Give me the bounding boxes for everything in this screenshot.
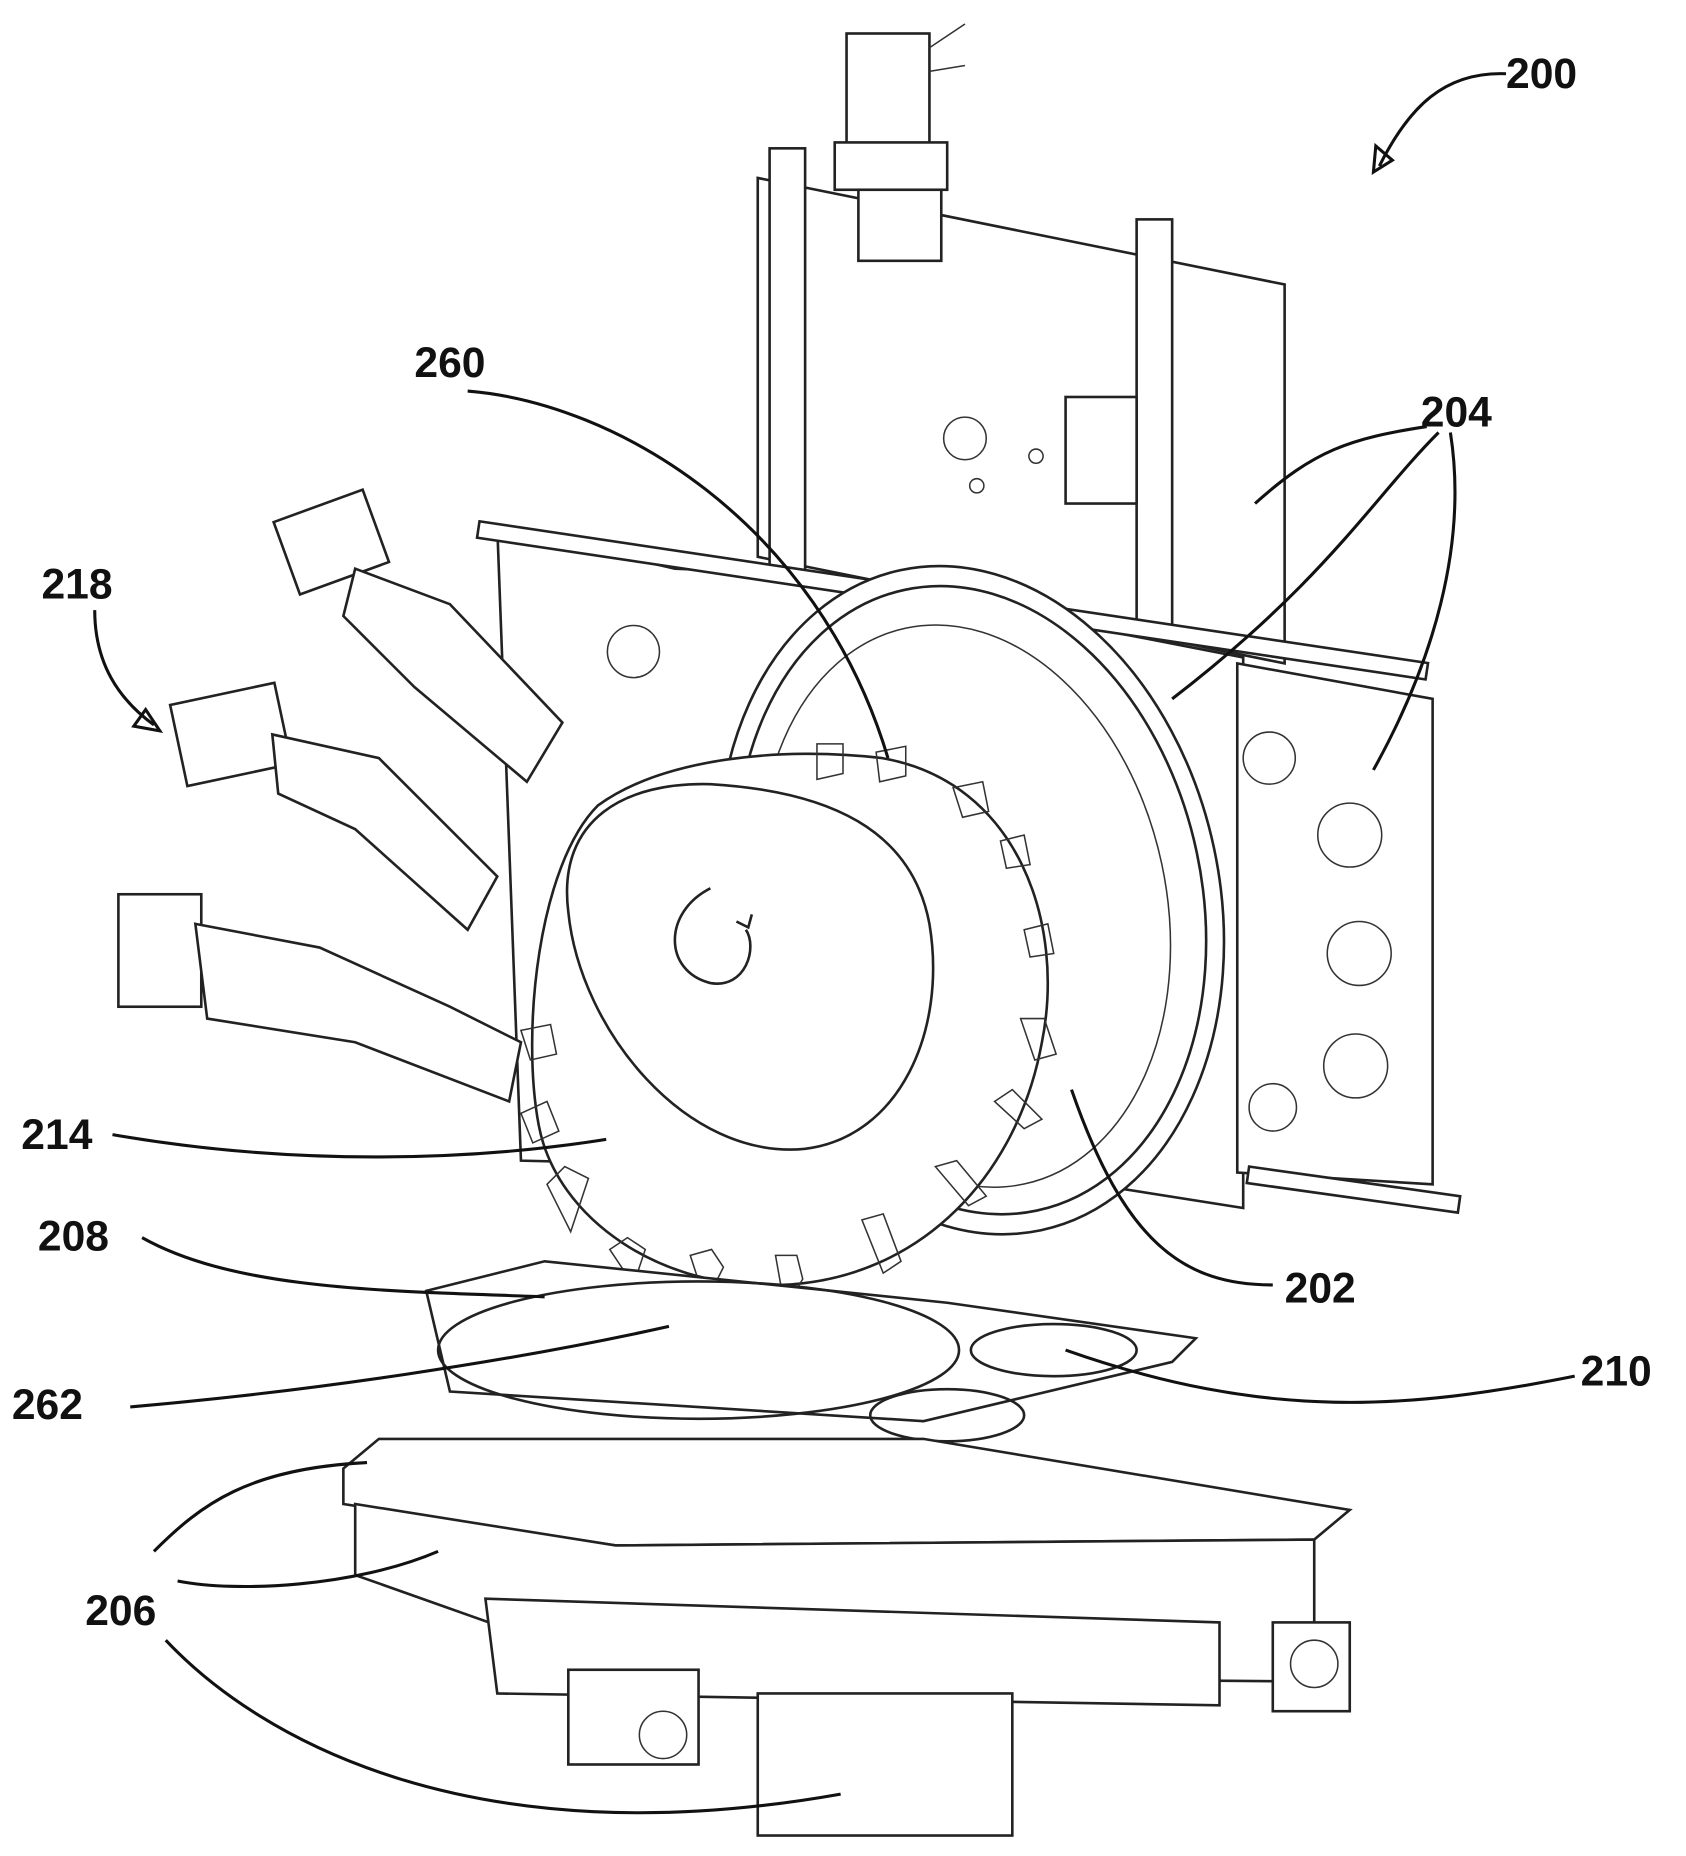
camera-assembly-218: [118, 490, 562, 1102]
label-218: 218: [41, 560, 112, 608]
label-260: 260: [414, 339, 485, 387]
base-206: [343, 1261, 1349, 1835]
label-262: 262: [12, 1381, 83, 1429]
label-208: 208: [38, 1213, 109, 1261]
label-214: 214: [21, 1111, 92, 1159]
label-200: 200: [1506, 50, 1577, 98]
label-210: 210: [1581, 1348, 1652, 1396]
label-206: 206: [85, 1587, 156, 1635]
label-202: 202: [1285, 1265, 1356, 1313]
label-204: 204: [1421, 389, 1492, 437]
